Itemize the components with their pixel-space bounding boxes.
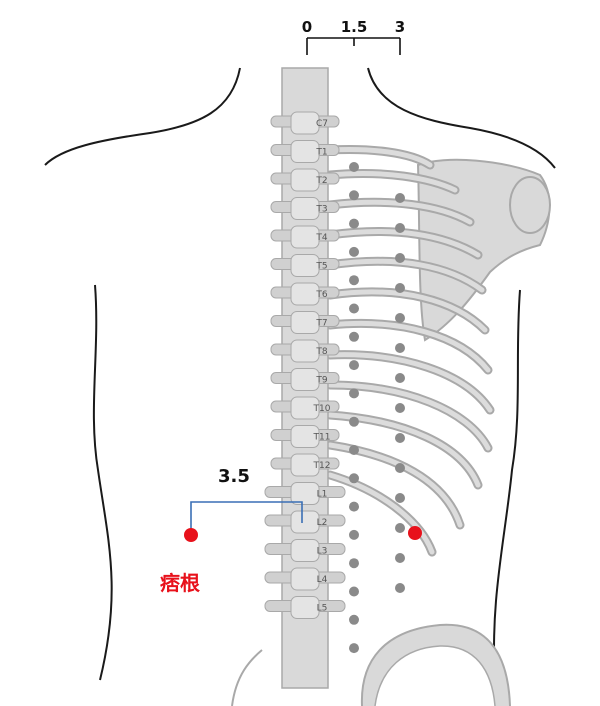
distance-guide <box>190 501 303 532</box>
vertebra-t6 <box>290 282 320 306</box>
acupoint-dot-inner <box>349 190 359 201</box>
vertebra-c7 <box>290 111 320 135</box>
acupoint-dot-inner <box>349 275 359 286</box>
pigen-point-right <box>408 526 422 540</box>
vertebra-t3 <box>290 197 320 220</box>
acupoint-dot-inner <box>349 614 359 625</box>
vertebra-t4 <box>290 225 320 249</box>
acupoint-dot-inner <box>349 558 359 569</box>
acupoint-dot-outer <box>395 193 405 203</box>
vertebra-label-t10: T10 <box>313 404 331 414</box>
vertebra-t10 <box>290 396 320 420</box>
vertebra-t11 <box>290 425 320 448</box>
acupoint-dot-inner <box>349 331 359 342</box>
vertebra-l1 <box>290 482 320 505</box>
acupoint-dot-inner <box>349 388 359 399</box>
pigen-point-left <box>184 528 198 542</box>
acupoint-dot-inner <box>349 360 359 371</box>
acupoint-dot-inner <box>349 303 359 314</box>
vertebra-label-t8: T8 <box>315 347 327 357</box>
acupoint-dot-inner <box>349 501 359 512</box>
acupoint-dot-outer <box>395 493 405 503</box>
acupoint-dot-inner <box>349 643 359 654</box>
vertebra-label-l1: L1 <box>317 490 328 500</box>
scale-tick-3: 3 <box>395 18 405 36</box>
pigen-label: 痞根 <box>160 571 200 595</box>
distance-label: 3.5 <box>218 466 250 487</box>
acupoint-dot-outer <box>395 523 405 533</box>
vertebra-label-t9: T9 <box>315 376 327 386</box>
acupoint-dot-outer <box>395 373 405 383</box>
acupoint-dot-outer <box>395 433 405 443</box>
acupoint-dot-inner <box>349 162 359 172</box>
scale-bar: 0 1.5 3 <box>302 18 405 55</box>
scale-tick-0: 0 <box>302 18 312 36</box>
vertebra-label-t2: T2 <box>315 176 327 186</box>
acupoint-dot-inner <box>349 586 359 597</box>
acupoint-dot-outer <box>395 343 405 353</box>
acupoint-dot-outer <box>395 583 405 593</box>
acupoint-dot-outer <box>395 223 405 233</box>
acupoint-dot-inner <box>349 416 359 427</box>
vertebra-l5 <box>290 596 320 619</box>
vertebra-t9 <box>290 368 320 391</box>
acupoint-dot-outer <box>395 283 405 293</box>
vertebra-l2 <box>290 510 320 534</box>
vertebra-l4 <box>290 567 320 591</box>
acupoint-dots <box>349 162 405 654</box>
vertebra-label-l5: L5 <box>317 604 328 614</box>
vertebra-t8 <box>290 339 320 363</box>
acupoint-dot-outer <box>395 313 405 323</box>
vertebra-label-t6: T6 <box>315 290 327 300</box>
pelvis <box>231 623 511 706</box>
vertebra-l3 <box>290 539 320 562</box>
acupoint-dot-outer <box>395 553 405 563</box>
vertebra-label-l4: L4 <box>317 575 328 585</box>
acupoint-dot-outer <box>395 403 405 413</box>
vertebra-label-t3: T3 <box>315 205 327 215</box>
acupoint-dot-inner <box>349 473 359 484</box>
scale-tick-1-5: 1.5 <box>341 18 368 36</box>
vertebra-label-t12: T12 <box>313 461 331 471</box>
acupoint-dot-inner <box>349 529 359 540</box>
vertebra-label-t11: T11 <box>313 433 331 443</box>
vertebra-label-c7: C7 <box>316 119 328 129</box>
acupoint-dot-outer <box>395 463 405 473</box>
vertebra-t7 <box>290 311 320 334</box>
vertebra-t12 <box>290 453 320 477</box>
vertebra-label-l3: L3 <box>317 547 328 557</box>
vertebra-label-t7: T7 <box>315 319 327 329</box>
vertebra-t2 <box>290 168 320 192</box>
vertebra-t1 <box>290 140 320 163</box>
acupoint-dot-inner <box>349 246 359 257</box>
vertebra-t5 <box>290 254 320 277</box>
vertebra-label-t5: T5 <box>315 262 327 272</box>
body-outline <box>44 67 556 681</box>
acupoint-dot-outer <box>395 253 405 263</box>
acupoint-dot-inner <box>349 445 359 455</box>
acupoint-dot-inner <box>349 218 359 229</box>
vertebra-label-t1: T1 <box>315 148 327 158</box>
vertebra-label-l2: L2 <box>317 518 328 528</box>
vertebra-label-t4: T4 <box>315 233 327 243</box>
